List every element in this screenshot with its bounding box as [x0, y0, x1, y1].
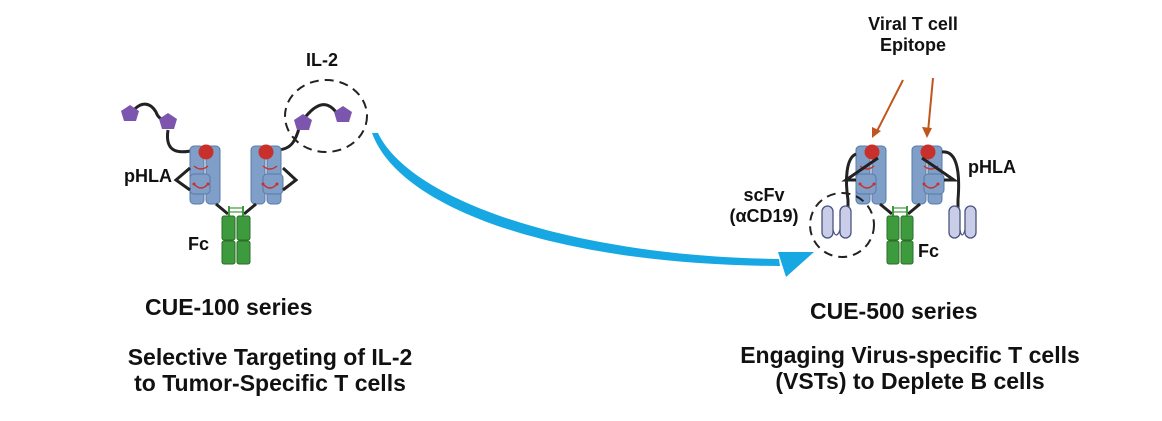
cue100-description-line2: to Tumor-Specific T cells — [134, 370, 406, 397]
cue500-description-line1: Engaging Virus-specific T cells — [740, 342, 1080, 368]
linker — [301, 103, 338, 121]
il2-pentagon-icon — [294, 114, 312, 130]
cue500-description: Engaging Virus-specific T cells (VSTs) t… — [715, 342, 1105, 395]
il2-pentagon-icon — [159, 113, 177, 129]
phla-label-right: pHLA — [968, 157, 1016, 177]
cue500-series-title: CUE-500 series — [810, 298, 978, 324]
scfv-domain — [948, 205, 977, 239]
cue500-molecule — [809, 77, 977, 265]
il2-pentagon-icon — [121, 105, 139, 121]
fc-label-left: Fc — [188, 234, 210, 254]
cue500-description-line2: (VSTs) to Deplete B cells — [775, 368, 1045, 395]
phla-label-left: pHLA — [124, 166, 172, 186]
fc-domain — [886, 215, 914, 265]
il2-label: IL-2 — [306, 50, 339, 70]
peptide-icon — [198, 144, 214, 160]
il2-pentagon-icon — [334, 106, 352, 122]
fc-label-right: Fc — [918, 241, 940, 261]
fc-domain — [221, 215, 251, 265]
cue100-description-line1: Selective Targeting of IL-2 — [127, 344, 413, 370]
scfv-domain — [821, 205, 852, 239]
scfv-label-line1: scFv — [743, 185, 785, 205]
epitope-label: Viral T cell Epitope — [848, 14, 978, 55]
peptide-icon — [864, 144, 880, 160]
peptide-icon — [258, 144, 274, 160]
scfv-label: scFv (αCD19) — [724, 185, 804, 226]
scfv-highlight-circle — [809, 192, 875, 258]
cue100-description: Selective Targeting of IL-2 to Tumor-Spe… — [90, 344, 450, 397]
epitope-label-line1: Viral T cell — [868, 14, 958, 34]
peptide-icon — [920, 144, 936, 160]
epitope-label-line2: Epitope — [880, 34, 946, 55]
cue100-series-title: CUE-100 series — [145, 294, 313, 320]
scfv-label-line2: (αCD19) — [729, 205, 799, 226]
il2-highlight-circle — [284, 79, 368, 153]
cue100-molecule — [121, 79, 368, 265]
transition-arrow — [372, 133, 814, 277]
